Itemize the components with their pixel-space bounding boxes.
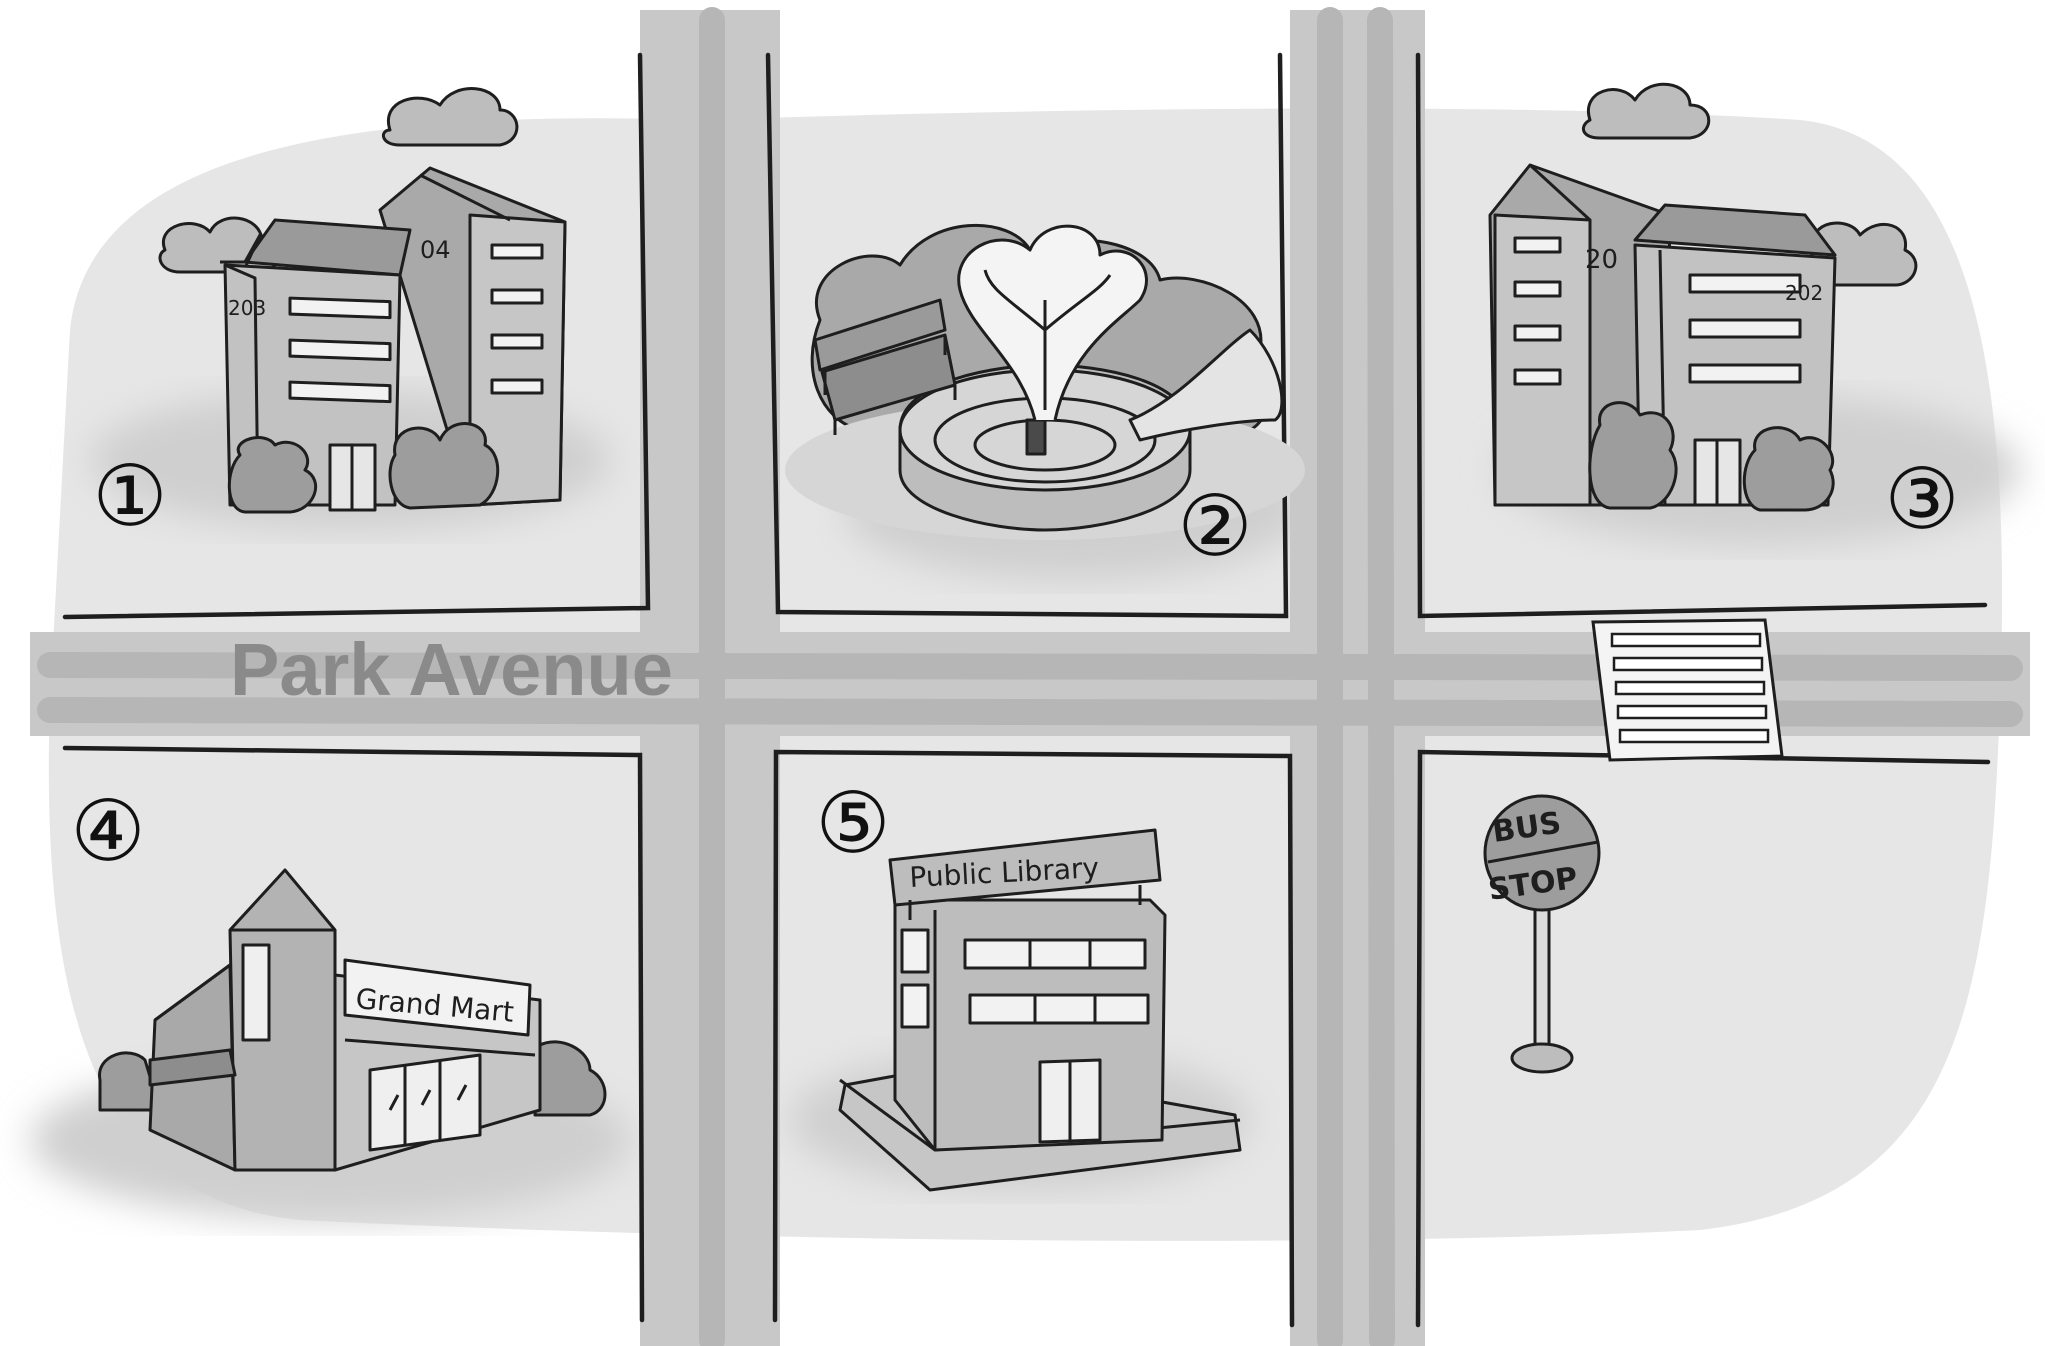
- public-library: [838, 828, 1242, 1192]
- block-outlines: [62, 52, 1991, 1328]
- building-number-20: 20: [1585, 245, 1618, 275]
- apartment-building-right: [1488, 82, 1918, 512]
- building-number-203: 203: [228, 296, 266, 320]
- cloud-icon: [382, 87, 519, 147]
- cloud-icon: [1582, 82, 1711, 140]
- marker-5: ⑤: [815, 774, 890, 872]
- bench-icon: [813, 298, 957, 435]
- marker-4: ④: [70, 782, 145, 880]
- apartment-building-left: [158, 87, 567, 514]
- street-name: Park Avenue: [230, 628, 673, 711]
- park-fountain: [785, 223, 1305, 540]
- crosswalk: [1591, 618, 1784, 762]
- marker-2: ②: [1177, 477, 1252, 575]
- building-number-202: 202: [1785, 281, 1823, 305]
- marker-3: ③: [1884, 450, 1959, 548]
- bus-stop-sign: [1483, 794, 1601, 1074]
- grand-mart: [98, 868, 607, 1172]
- building-number-04: 04: [420, 236, 451, 264]
- marker-1: ①: [92, 447, 167, 545]
